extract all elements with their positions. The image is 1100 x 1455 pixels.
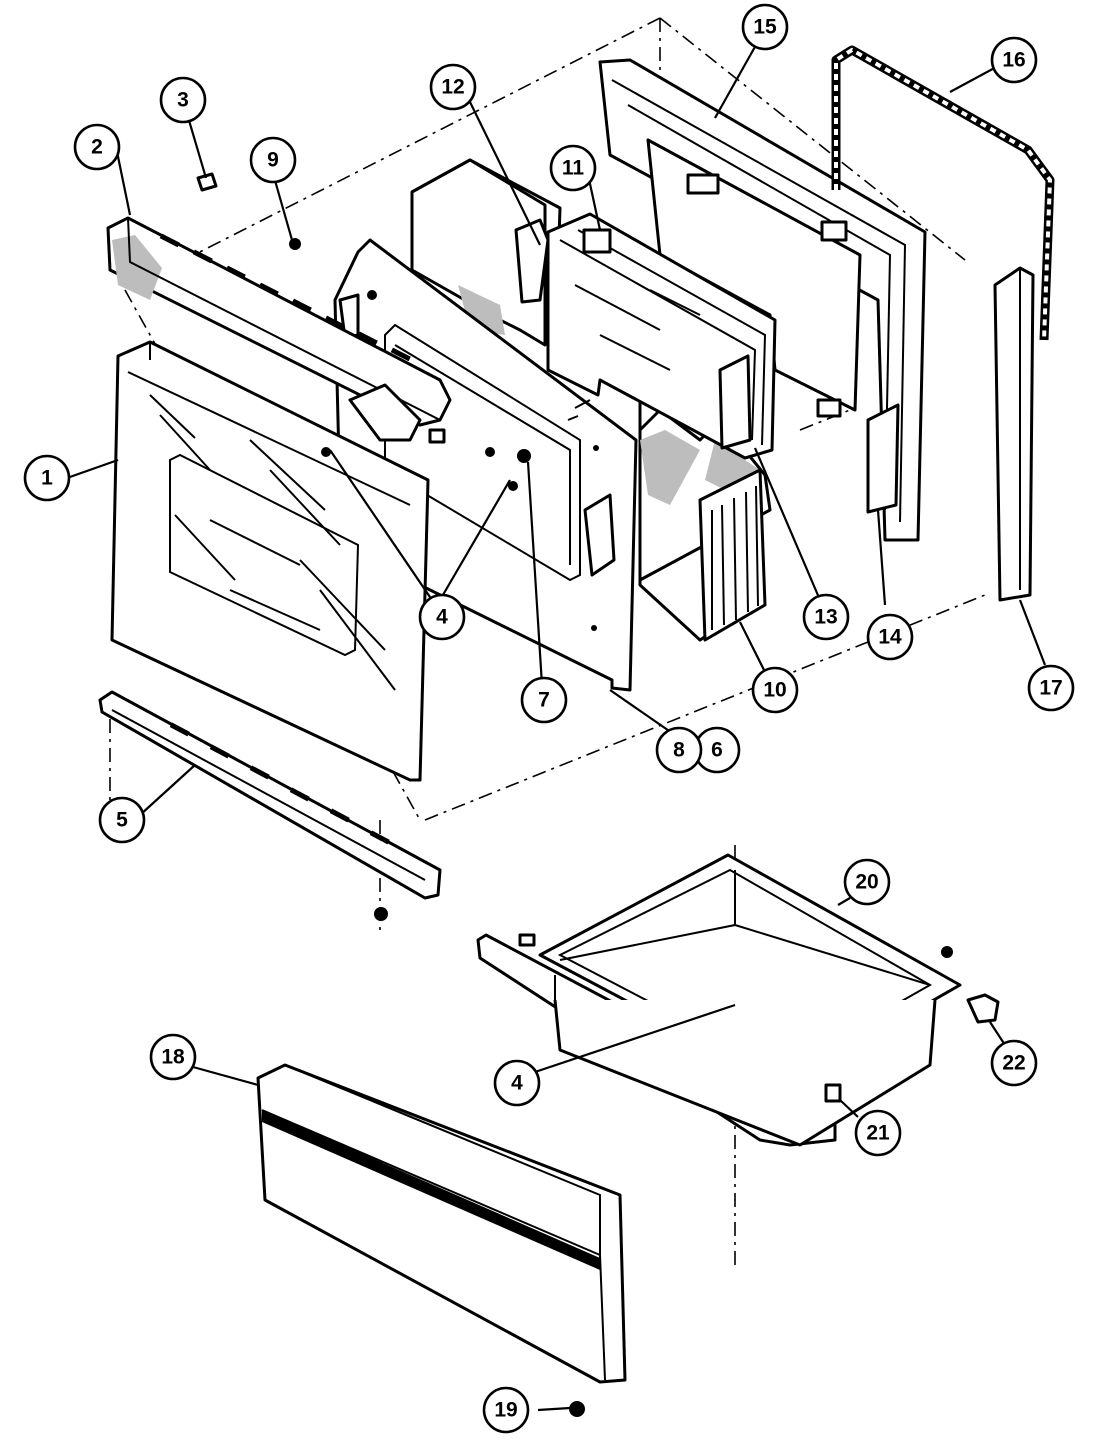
- callout-16: 16: [990, 36, 1038, 84]
- callout-22: 22: [990, 1039, 1038, 1087]
- callout-13: 13: [802, 593, 850, 641]
- storage-drawer: [476, 853, 1000, 1147]
- door-glass-pack: [546, 212, 777, 460]
- callout-label: 1: [41, 467, 53, 490]
- callout-label: 11: [562, 157, 585, 180]
- callout-label: 6: [711, 739, 723, 762]
- callout-4b: 4: [493, 1059, 541, 1107]
- callout-label: 3: [177, 89, 189, 112]
- callout-7: 7: [520, 676, 568, 724]
- door-frame-outer: [598, 58, 927, 542]
- callout-11: 11: [549, 144, 597, 192]
- door-insulation: [410, 158, 772, 642]
- callout-label: 9: [267, 149, 279, 172]
- callout-17: 17: [1027, 664, 1075, 712]
- inner-door-panel: [333, 238, 638, 692]
- callout-14: 14: [866, 613, 914, 661]
- callout-5: 5: [98, 796, 146, 844]
- callout-label: 8: [673, 739, 685, 762]
- callout-19: 19: [482, 1386, 530, 1434]
- callout-label: 5: [116, 809, 128, 832]
- callout-2: 2: [73, 123, 121, 171]
- callout-label: 4: [436, 606, 448, 629]
- screws: [196, 172, 953, 1417]
- side-trim: [993, 266, 1035, 602]
- callout-label: 12: [441, 76, 464, 99]
- callout-label: 13: [814, 606, 837, 629]
- callout-15: 15: [741, 3, 789, 51]
- callout-8: 8: [655, 726, 703, 774]
- callout-label: 18: [161, 1046, 185, 1069]
- callout-label: 14: [878, 626, 902, 649]
- door-bottom-trim: [98, 690, 442, 900]
- callout-label: 7: [538, 689, 550, 712]
- drawer-front-panel: [256, 1063, 627, 1384]
- callout-label: 22: [1002, 1052, 1025, 1075]
- callout-label: 19: [494, 1399, 517, 1422]
- callout-4a: 4: [418, 593, 466, 641]
- callout-1: 1: [23, 454, 71, 502]
- callout-9: 9: [249, 136, 297, 184]
- outer-door-glass: [110, 340, 430, 782]
- callout-12: 12: [429, 63, 477, 111]
- callout-20: 20: [843, 858, 891, 906]
- callout-3: 3: [159, 76, 207, 124]
- callout-label: 17: [1039, 677, 1062, 700]
- door-gasket: [831, 45, 1055, 341]
- callout-10: 10: [751, 666, 799, 714]
- callout-label: 4: [511, 1072, 523, 1095]
- callout-21: 21: [854, 1109, 902, 1157]
- callout-label: 20: [855, 871, 878, 894]
- callout-label: 16: [1002, 49, 1025, 72]
- callout-label: 21: [866, 1122, 890, 1145]
- callout-label: 15: [753, 16, 777, 39]
- door-top-trim: [106, 216, 452, 444]
- callout-18: 18: [149, 1033, 197, 1081]
- callout-label: 10: [763, 679, 786, 702]
- callout-label: 2: [91, 136, 103, 159]
